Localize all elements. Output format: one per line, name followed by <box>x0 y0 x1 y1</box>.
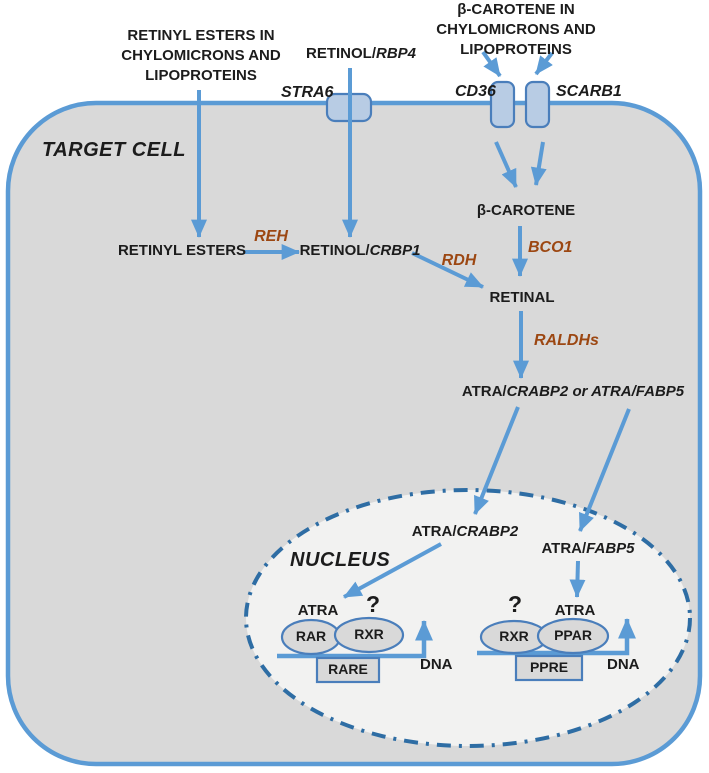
arrow-scarb1-to-carotene <box>530 141 547 186</box>
retinol-crbp1-prefix: RETINOL/ <box>299 242 370 259</box>
arrow-crabp2-to-rar-rxr <box>343 542 442 599</box>
rxr-left-label: RXR <box>354 626 384 642</box>
retinyl-esters-chylomicrons-label: RETINYL ESTERS IN CHYLOMICRONS AND LIPOP… <box>121 27 281 84</box>
target-cell-label: TARGET CELL <box>42 139 187 161</box>
rxr-left-ellipse <box>333 616 405 654</box>
bco1-enzyme-label: BCO1 <box>528 239 573 256</box>
arrow-atra-fabp5-to-nucleus <box>578 408 631 532</box>
dna-line-left-transcription-arrow <box>277 619 433 659</box>
atra-crabp2-gene: CRABP2 <box>456 523 519 540</box>
atra-carrier-options-label: ATRA/CRABP2 or ATRA/FABP5 <box>461 383 685 401</box>
retinol-rbp4-label: RETINOL/RBP4 <box>305 45 417 63</box>
arrow-carotene-to-scarb1 <box>534 51 554 76</box>
atra-ligand-right-label: ATRA <box>554 602 596 619</box>
atra-combo-fabp5: ATRA/FABP5 <box>591 383 685 400</box>
arrow-fabp5-to-ppar <box>569 560 586 598</box>
rdh-enzyme-label: RDH <box>441 252 477 269</box>
arrow-atra-crabp2-to-nucleus <box>473 406 520 515</box>
ppar-ellipse <box>536 617 610 655</box>
question-mark-right: ? <box>507 591 523 617</box>
ppre-label: PPRE <box>529 659 569 675</box>
atra-crabp2-label: ATRA/CRABP2 <box>411 523 519 541</box>
reh-enzyme-label: REH <box>254 228 288 245</box>
dna-line-right-transcription-arrow <box>477 617 636 656</box>
atra-fabp5-label: ATRA/FABP5 <box>541 540 635 558</box>
atra-combo-or: or <box>568 383 592 400</box>
atra-combo-crabp2: CRABP2 <box>506 383 569 400</box>
scarb1-transporter-box <box>524 80 551 129</box>
ppar-label: PPAR <box>554 627 592 643</box>
retinol-crbp1-gene: CRBP1 <box>369 242 421 259</box>
dna-left-label: DNA <box>420 656 453 673</box>
rare-label: RARE <box>328 661 368 677</box>
cd36-transporter-box <box>489 80 516 129</box>
raldhs-enzyme-label: RALDHs <box>534 332 599 349</box>
question-mark-left: ? <box>365 591 381 617</box>
rxr-right-label: RXR <box>499 628 529 644</box>
arrow-cd36-to-carotene <box>494 141 518 188</box>
atra-fabp5-prefix: ATRA/ <box>541 540 587 557</box>
retinol-crbp1-label: RETINOL/CRBP1 <box>299 242 421 260</box>
beta-carotene-label: β-CAROTENE <box>476 202 576 219</box>
nucleus-label: NUCLEUS <box>290 549 391 571</box>
atra-fabp5-gene: FABP5 <box>586 540 635 557</box>
atra-crabp2-prefix: ATRA/ <box>411 523 457 540</box>
arrow-rdh-reaction <box>411 251 484 289</box>
atra-ligand-left-label: ATRA <box>297 602 339 619</box>
arrow-carotene-to-cd36 <box>481 50 502 78</box>
scarb1-label: SCARB1 <box>556 83 622 100</box>
retinal-label: RETINAL <box>489 289 555 306</box>
rar-label: RAR <box>295 628 327 644</box>
rare-box <box>315 656 381 684</box>
beta-carotene-chylomicrons-label: β-CAROTENE IN CHYLOMICRONS AND LIPOPROTE… <box>436 1 596 58</box>
retinol-rbp4-gene: RBP4 <box>375 45 417 62</box>
retinol-rbp4-prefix: RETINOL/ <box>305 45 376 62</box>
retinyl-esters-label: RETINYL ESTERS <box>117 242 247 259</box>
dna-right-label: DNA <box>607 656 640 673</box>
cd36-label: CD36 <box>455 83 496 100</box>
atra-combo-prefix: ATRA/ <box>461 383 507 400</box>
stra6-label: STRA6 <box>281 84 334 101</box>
ppre-box <box>514 654 584 682</box>
